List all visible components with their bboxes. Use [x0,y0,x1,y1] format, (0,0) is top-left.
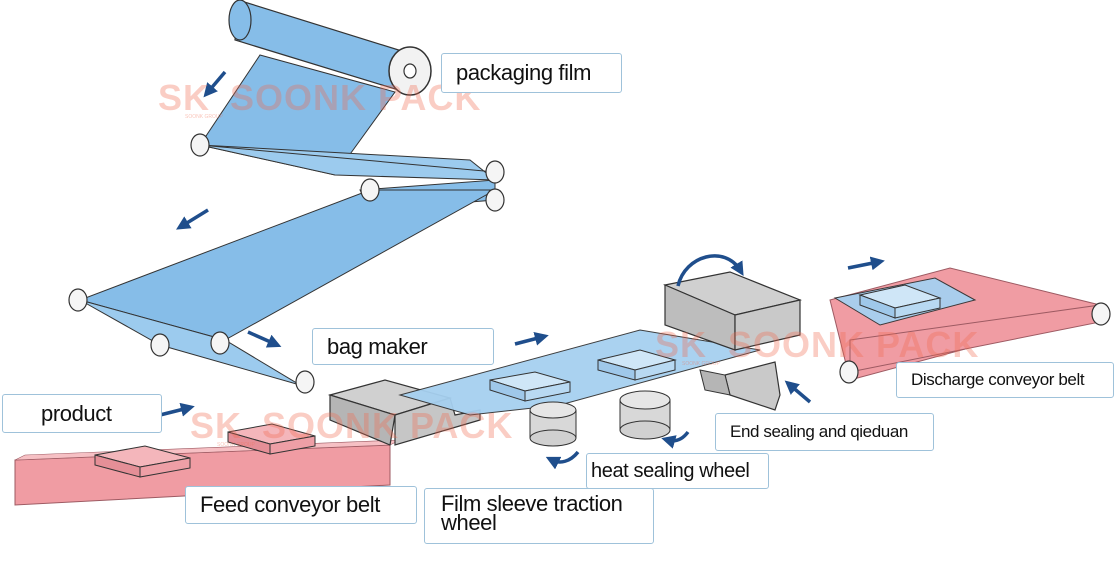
label-heat-sealing-wheel: heat sealing wheel [586,453,769,489]
end-sealing-cutter [662,271,803,411]
label-film-sleeve-traction-wheel: Film sleeve traction wheel [424,488,654,544]
svg-text:SOONK GROUP: SOONK GROUP [185,114,223,120]
product-box [489,371,571,402]
product-box [227,423,316,455]
label-product: product [2,394,162,433]
finished-bag [833,277,977,326]
flow-arrow-icon [159,70,885,417]
svg-text:SK: SK [655,324,707,365]
svg-text:SOONK GROUP: SOONK GROUP [682,361,720,367]
watermark: SK SOONK PACK SOONK GROUP [158,77,481,120]
watermark: SK SOONK PACK SOONK GROUP [190,405,513,448]
svg-text:SOONK PACK: SOONK PACK [728,324,979,365]
label-end-sealing: End sealing and qieduan [715,413,934,451]
product-box [597,349,677,381]
label-feed-conveyor-belt: Feed conveyor belt [185,486,417,524]
svg-text:SOONK PACK: SOONK PACK [230,77,481,118]
label-packaging-film: packaging film [441,53,622,93]
bag-maker [327,379,481,446]
film-roll [228,0,432,96]
product-box [94,445,191,478]
label-discharge-conveyor-belt: Discharge conveyor belt [896,362,1114,398]
watermark: SK SOONK PACK SOONK GROUP [655,324,979,367]
label-bag-maker: bag maker [312,328,494,365]
roller-icon [68,133,505,394]
svg-text:SOONK PACK: SOONK PACK [262,405,513,446]
rotation-arrow-icon [545,254,744,470]
packaging-film-web [78,54,497,386]
svg-text:SOONK GROUP: SOONK GROUP [217,442,255,448]
film-sleeve [398,329,761,416]
heat-sealing-wheel [619,390,671,440]
film-sleeve-traction-wheel [529,401,577,447]
svg-text:SK: SK [158,77,210,118]
svg-text:SK: SK [190,405,242,446]
